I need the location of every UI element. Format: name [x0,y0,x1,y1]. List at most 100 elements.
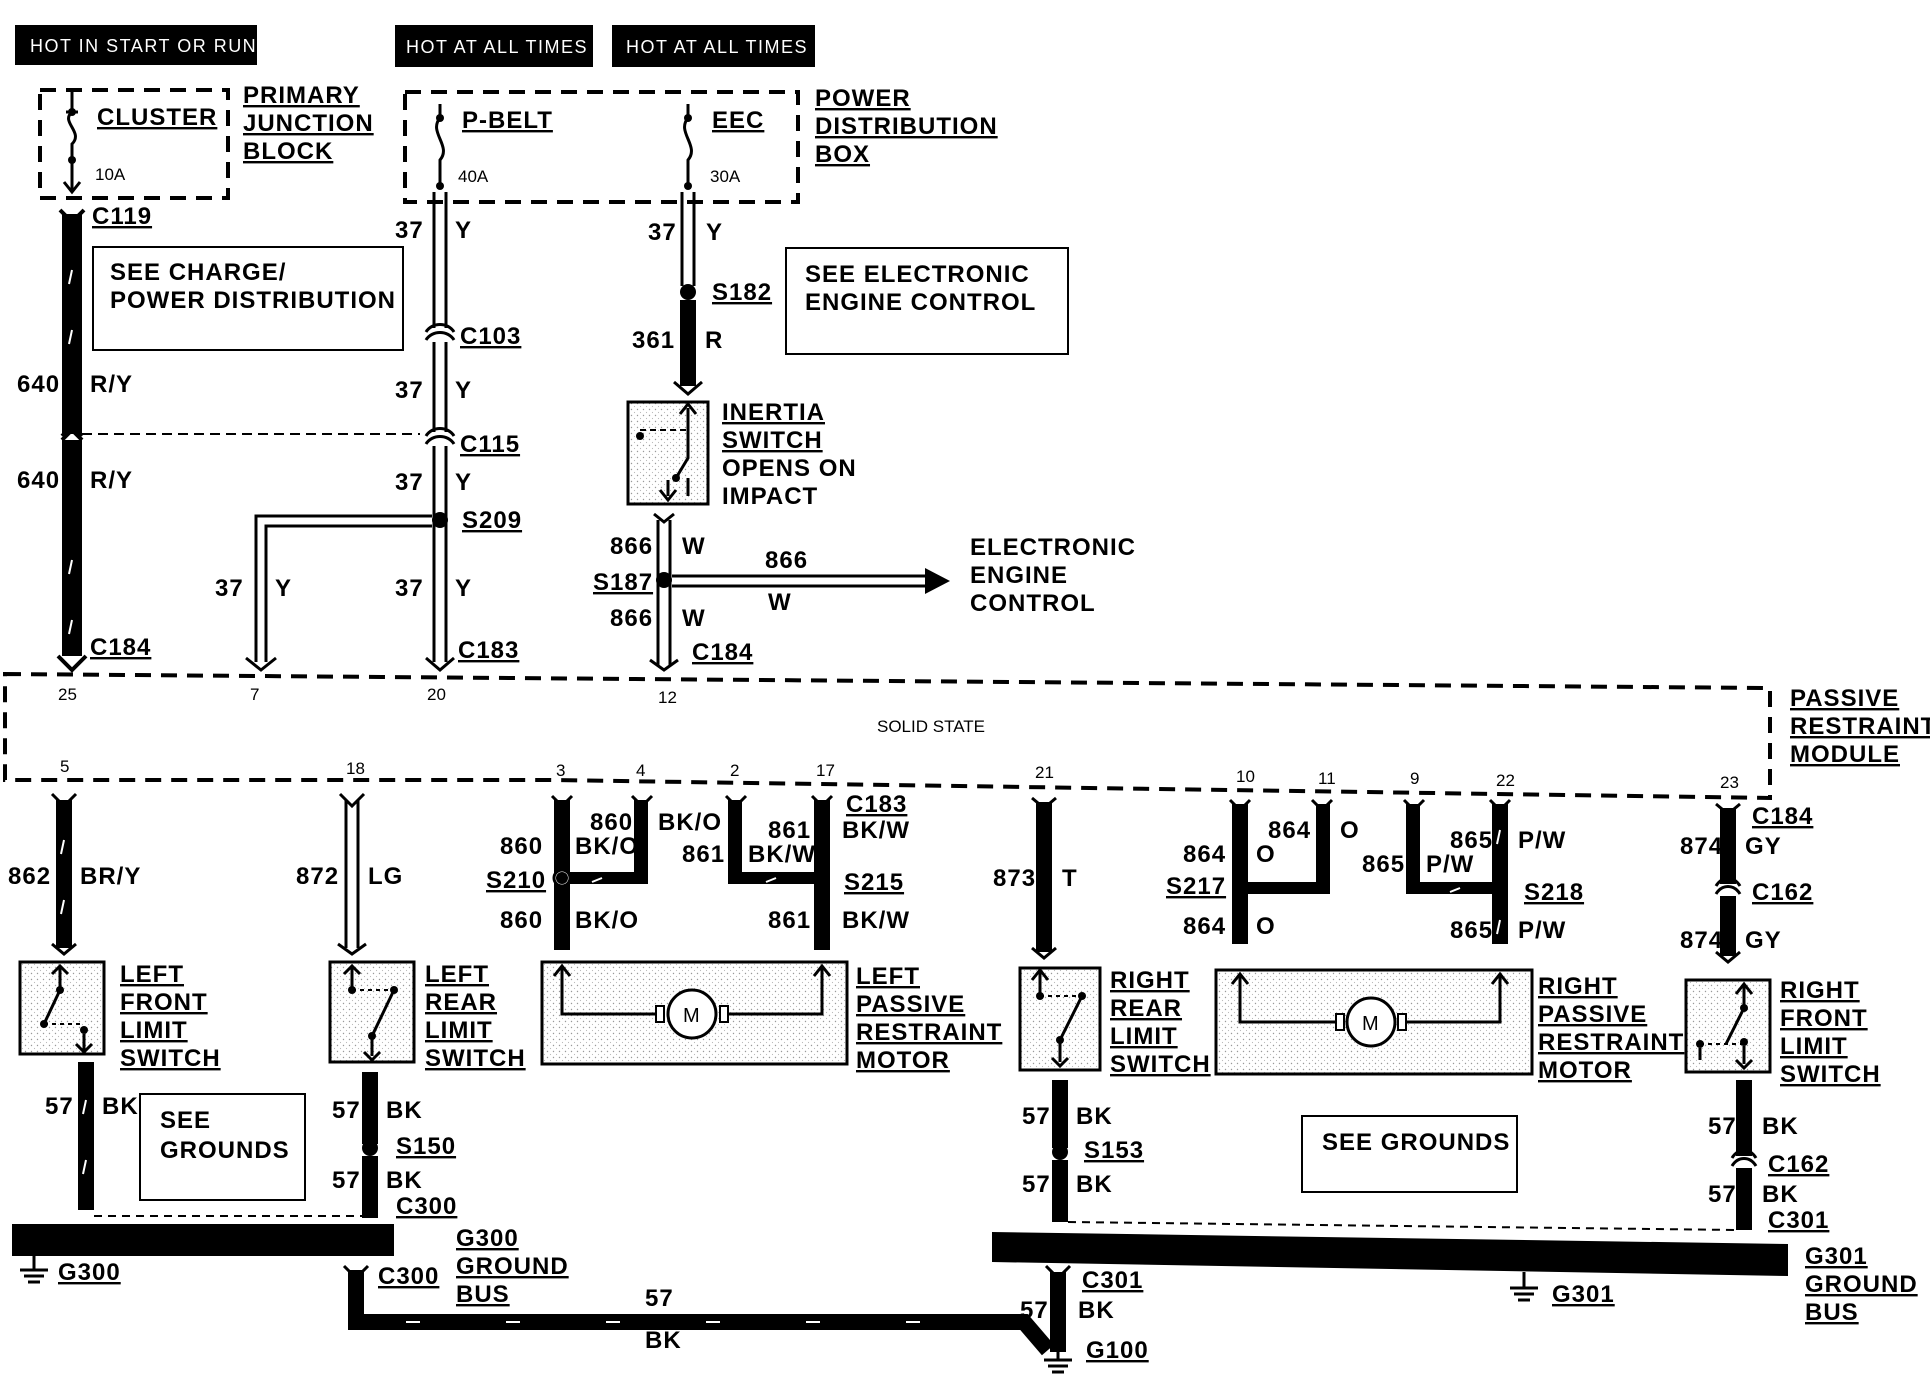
svg-text:REAR: REAR [425,989,497,1016]
svg-text:20: 20 [427,685,446,704]
svg-text:REAR: REAR [1110,995,1182,1022]
svg-text:4: 4 [636,761,645,780]
svg-text:O: O [1340,817,1360,844]
wire-873 [1031,796,1057,960]
svg-text:SEE GROUNDS: SEE GROUNDS [1322,1129,1510,1156]
wire-864-865 [1228,798,1512,944]
svg-text:C183: C183 [458,637,519,664]
fuse-cluster-label: CLUSTER [97,104,217,131]
svg-text:G301: G301 [1805,1243,1868,1270]
svg-text:BK/W: BK/W [842,817,910,844]
svg-text:BK: BK [102,1093,139,1120]
left-passive-restraint-motor: M LEFT PASSIVE RESTRAINT MOTOR [540,960,1001,1074]
svg-text:9: 9 [1410,769,1419,788]
fuse-cluster-icon [67,110,77,160]
svg-text:ELECTRONIC: ELECTRONIC [970,534,1136,561]
svg-text:P/W: P/W [1518,827,1566,854]
svg-text:C119: C119 [92,203,152,230]
header-hot-start-run: HOT IN START OR RUN [15,25,257,65]
svg-text:57: 57 [1708,1113,1737,1140]
svg-text:SEE: SEE [160,1107,211,1134]
svg-text:57: 57 [1022,1103,1051,1130]
svg-text:BK: BK [1076,1103,1113,1130]
svg-text:C103: C103 [460,323,521,350]
wire-872 [337,792,367,956]
svg-text:HOT AT ALL TIMES: HOT AT ALL TIMES [626,37,808,57]
svg-text:BK: BK [1076,1171,1113,1198]
svg-text:Y: Y [275,575,292,602]
svg-text:BK: BK [1762,1113,1799,1140]
svg-text:862: 862 [8,863,51,890]
svg-text:17: 17 [816,761,835,780]
svg-text:MODULE: MODULE [1790,741,1900,768]
svg-text:361: 361 [632,327,675,354]
svg-text:864: 864 [1268,817,1311,844]
svg-text:872: 872 [296,863,339,890]
svg-text:C184: C184 [90,634,151,661]
svg-text:Y: Y [455,469,472,496]
svg-text:O: O [1256,913,1276,940]
svg-text:W: W [682,605,706,632]
svg-text:T: T [1062,865,1078,892]
svg-text:Y: Y [455,217,472,244]
svg-text:11: 11 [1318,769,1336,788]
svg-text:HOT IN START OR RUN: HOT IN START OR RUN [30,36,257,56]
wire-640 [56,208,88,673]
svg-text:S187: S187 [593,569,653,596]
g300-ground-bus: G300 G300 GROUND BUS [12,1224,568,1308]
svg-text:21: 21 [1035,763,1054,782]
svg-text:25: 25 [58,685,77,704]
svg-text:30A: 30A [710,167,741,186]
svg-text:BK: BK [1762,1181,1799,1208]
svg-text:5: 5 [60,757,69,776]
svg-text:873: 873 [993,865,1036,892]
note-see-grounds-right: SEE GROUNDS [1301,1115,1518,1193]
svg-text:Y: Y [455,377,472,404]
wire-862 [50,792,78,956]
svg-text:866: 866 [610,533,653,560]
svg-text:37: 37 [648,219,677,246]
svg-text:C301: C301 [1768,1207,1829,1234]
svg-text:RIGHT: RIGHT [1110,967,1190,994]
wire-57-lf [78,1062,94,1210]
svg-text:EEC: EEC [712,107,764,134]
svg-text:BUS: BUS [456,1281,510,1308]
svg-text:C184: C184 [692,639,753,666]
svg-text:RIGHT: RIGHT [1780,977,1860,1004]
svg-text:SWITCH: SWITCH [1780,1061,1881,1088]
svg-text:37: 37 [395,575,424,602]
svg-text:RESTRAINT: RESTRAINT [1538,1029,1684,1056]
svg-text:C115: C115 [460,431,520,458]
left-rear-limit-switch: LEFT REAR LIMIT SWITCH [328,960,526,1072]
svg-text:O: O [1256,841,1276,868]
svg-text:C301: C301 [1082,1267,1143,1294]
svg-text:865: 865 [1450,917,1493,944]
svg-text:LEFT: LEFT [425,961,489,988]
svg-text:P-BELT: P-BELT [462,107,553,134]
svg-text:7: 7 [250,685,259,704]
wire-860-861 [550,794,834,950]
svg-text:S217: S217 [1166,873,1226,900]
svg-text:640: 640 [17,371,60,398]
svg-text:SWITCH: SWITCH [425,1045,526,1072]
left-front-limit-switch: LEFT FRONT LIMIT SWITCH [18,960,220,1072]
svg-text:BK: BK [386,1097,423,1124]
svg-text:864: 864 [1183,841,1226,868]
svg-text:CONTROL: CONTROL [970,590,1096,617]
svg-text:23: 23 [1720,773,1739,792]
svg-text:Y: Y [706,219,723,246]
note-see-charge: SEE CHARGE/ POWER DISTRIBUTION [92,246,404,351]
svg-text:SOLID STATE: SOLID STATE [877,717,985,736]
wire-57-ground-link [342,1264,1072,1374]
svg-text:MOTOR: MOTOR [1538,1057,1632,1084]
svg-text:G300: G300 [58,1259,121,1286]
inertia-switch: INERTIA SWITCH OPENS ON IMPACT [626,399,856,510]
svg-text:S210: S210 [486,867,546,894]
wire-866 [649,512,950,672]
svg-text:BOX: BOX [815,141,870,168]
right-front-limit-switch: RIGHT FRONT LIMIT SWITCH [1684,977,1881,1088]
header-hot-all-times-2: HOT AT ALL TIMES [612,25,815,67]
svg-text:18: 18 [346,759,365,778]
svg-text:SEE ELECTRONIC: SEE ELECTRONIC [805,261,1030,288]
